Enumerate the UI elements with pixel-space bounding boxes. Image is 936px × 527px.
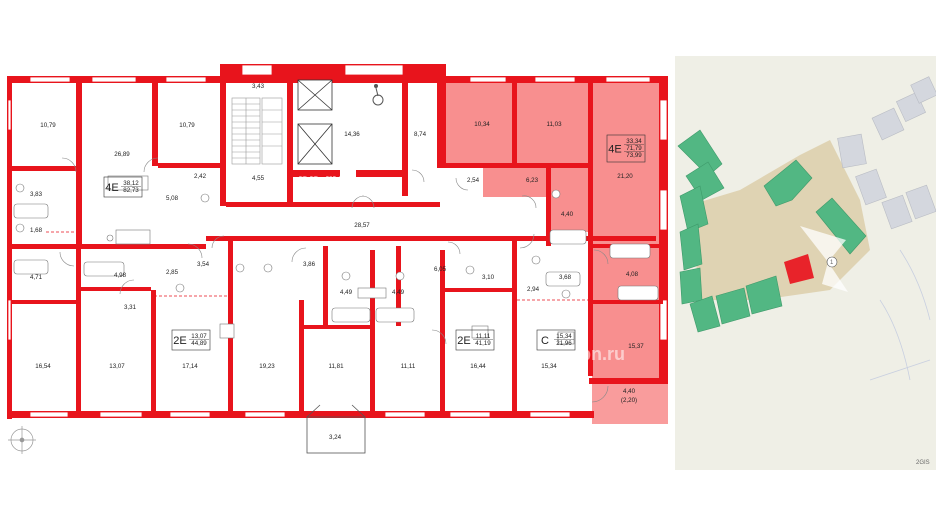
room-area-label: 4,49	[340, 289, 353, 296]
apartment-area: 11,11	[476, 333, 491, 340]
room-area-label: (2,20)	[621, 397, 637, 404]
balcony	[306, 404, 366, 454]
room-area-label: 8,74	[414, 131, 427, 138]
map-copyright: 2GIS	[916, 460, 930, 466]
room-area-label: 3,24	[329, 434, 342, 441]
room-area-label: 28,57	[354, 222, 370, 229]
apartment-area: 41,19	[475, 340, 491, 347]
room-area-label: 3,68	[559, 274, 572, 281]
room-area-label: 6,05	[434, 266, 447, 273]
door-swings	[59, 157, 609, 403]
room-area-label: 15,34	[541, 363, 557, 370]
room-area-label: 1,68	[30, 227, 43, 234]
watermark: pn.ru	[580, 344, 625, 364]
windows	[7, 64, 668, 418]
room-area-label: 3,43	[252, 83, 265, 90]
room-area-labels: 10,79 26,89 10,79 3,43 14,36 8,74 10,34 11,03 21…	[30, 83, 644, 441]
room-area-label: 11,81	[328, 363, 344, 370]
apartment-area: 82,73	[123, 187, 139, 194]
apartment-type: 2E	[173, 335, 186, 347]
apartment-type: C	[541, 335, 549, 347]
apartment-area: 73,99	[626, 152, 642, 159]
room-area-label: 19,23	[259, 363, 275, 370]
map-marker[interactable]	[826, 256, 838, 268]
apartment-type: 2E	[457, 335, 470, 347]
room-area-label: 4,40	[561, 211, 574, 218]
apartment-area: 21,96	[556, 340, 572, 347]
apartment-area: 15,34	[556, 333, 572, 340]
room-area-label: 10,34	[474, 121, 490, 128]
room-area-label: 15,37	[628, 343, 644, 350]
map-marker-label: 1	[830, 260, 834, 266]
room-area-label: 4,98	[114, 272, 127, 279]
bathroom-fixtures	[13, 175, 659, 345]
room-area-label: 2,42	[194, 173, 207, 180]
apartment-type: 4E	[105, 182, 118, 194]
room-area-label: 3,10	[482, 274, 495, 281]
watermark: pn.ru	[298, 170, 343, 190]
apartment-area: 13,07	[191, 333, 207, 340]
room-area-label: 3,31	[124, 304, 137, 311]
room-area-label: 26,89	[114, 151, 130, 158]
room-area-label: 13,07	[109, 363, 125, 370]
room-area-label: 16,54	[35, 363, 51, 370]
location-map[interactable]: 1 2GIS	[675, 56, 936, 470]
dashed-guides	[46, 231, 592, 301]
room-area-label: 10,79	[179, 122, 195, 129]
compass-icon	[8, 426, 36, 454]
room-area-label: 4,49	[392, 289, 405, 296]
elevator-shafts	[297, 79, 333, 165]
apartment-area: 38,12	[123, 180, 139, 187]
room-area-label: 2,94	[527, 286, 540, 293]
wheelchair-icon	[372, 84, 384, 106]
room-area-label: 3,54	[197, 261, 210, 268]
room-area-label: 4,71	[30, 274, 43, 281]
room-area-label: 11,03	[546, 121, 562, 128]
room-area-label: 21,20	[617, 173, 633, 180]
room-area-label: 16,44	[470, 363, 486, 370]
room-area-label: 2,54	[467, 177, 480, 184]
room-area-label: 17,14	[182, 363, 198, 370]
staircase	[231, 97, 283, 165]
room-area-label: 3,86	[303, 261, 316, 268]
room-area-label: 3,83	[30, 191, 43, 198]
selected-apartment[interactable]	[441, 76, 668, 424]
apartment-area: 44,89	[191, 340, 207, 347]
room-area-label: 4,40	[623, 388, 636, 395]
apartment-area: 71,79	[626, 145, 642, 152]
room-area-label: 4,55	[252, 175, 265, 182]
room-area-label: 14,36	[344, 131, 360, 138]
room-area-label: 6,23	[526, 177, 539, 184]
room-area-label: 11,11	[401, 363, 416, 370]
room-area-label: 5,08	[166, 195, 179, 202]
apartment-area: 33,34	[626, 138, 642, 145]
room-area-label: 10,79	[40, 122, 56, 129]
apartment-type: 4E	[608, 144, 621, 156]
room-area-label: 2,85	[166, 269, 179, 276]
room-area-label: 4,08	[626, 271, 639, 278]
